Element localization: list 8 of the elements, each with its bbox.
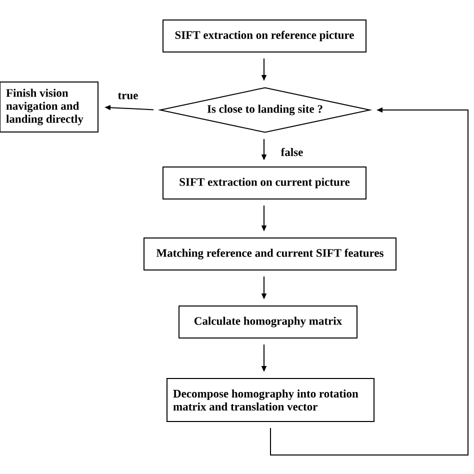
edge-label: true	[116, 92, 140, 100]
process-box: SIFT extraction on current picture	[162, 166, 366, 200]
process-box: SIFT extraction on reference picture	[162, 20, 366, 52]
edge-label: false	[280, 146, 304, 158]
process-box: Matching reference and current SIFT features	[144, 238, 396, 270]
process-box: Calculate homography matrix	[178, 306, 358, 338]
process-box: Decompose homography into rotation matrix and translation vector	[166, 378, 374, 422]
terminal-box: Finish vision navigation and landing directly	[0, 82, 98, 132]
